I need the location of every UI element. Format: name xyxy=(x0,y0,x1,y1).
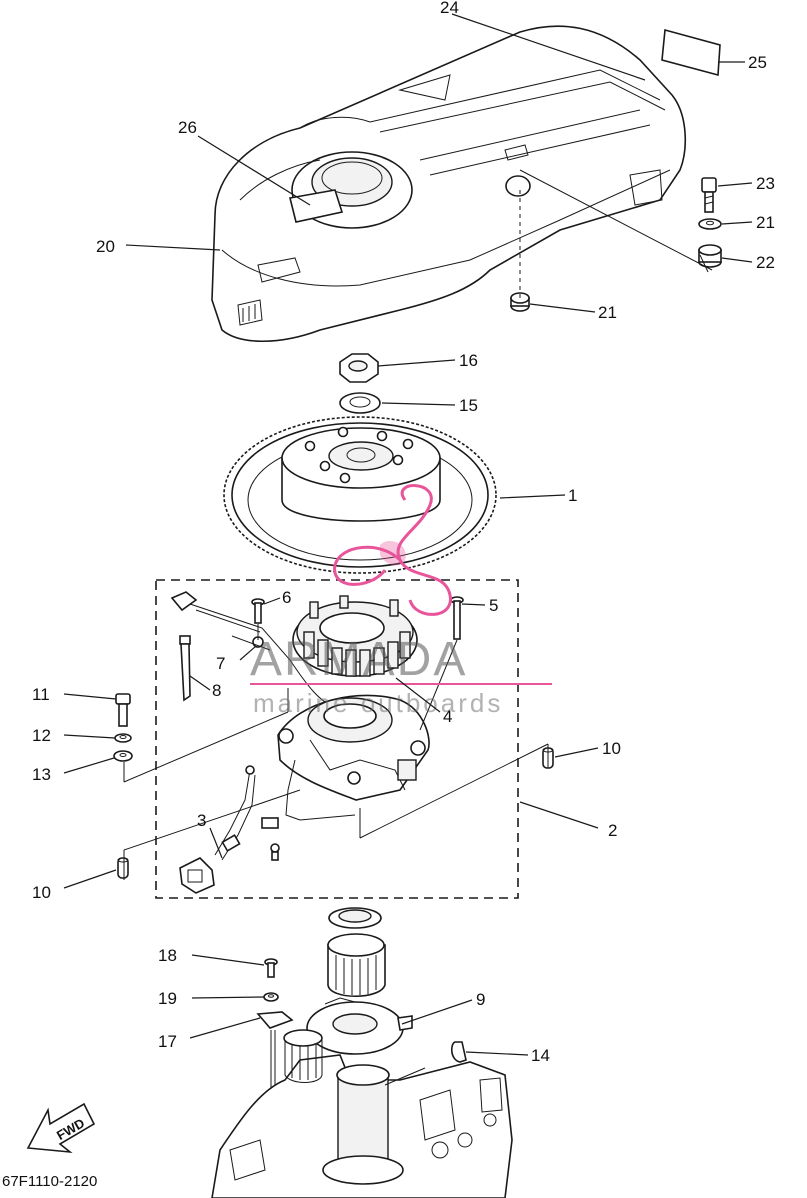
callout-20: 20 xyxy=(96,237,115,256)
callout-17: 17 xyxy=(158,1032,177,1051)
callout-8: 8 xyxy=(212,681,221,700)
callout-numbers: 24 25 26 20 23 21 22 21 16 15 1 6 5 7 8 … xyxy=(32,0,775,1065)
watermark-tagline: marine outboards xyxy=(253,688,503,718)
callout-11: 11 xyxy=(32,685,50,704)
label-sticker-26[interactable] xyxy=(289,189,344,223)
armada-watermark: ARMADA marine outboards xyxy=(250,484,552,718)
callout-12: 12 xyxy=(32,726,51,745)
drive-gear[interactable] xyxy=(327,933,386,997)
nut-16[interactable] xyxy=(339,353,379,383)
callout-1: 1 xyxy=(568,486,577,505)
callout-10-left: 10 xyxy=(32,883,51,902)
callout-5: 5 xyxy=(489,596,498,615)
callout-22: 22 xyxy=(756,253,775,272)
washer-19[interactable] xyxy=(263,992,279,1002)
callout-24: 24 xyxy=(440,0,459,17)
forward-direction-arrow: FWD xyxy=(26,1102,96,1154)
cable-band-8[interactable] xyxy=(179,635,191,702)
callout-3: 3 xyxy=(197,811,206,830)
flywheel-magneto[interactable] xyxy=(223,416,497,574)
callout-23: 23 xyxy=(756,174,775,193)
callout-16: 16 xyxy=(459,351,478,370)
callout-15: 15 xyxy=(459,396,478,415)
flywheel-cover[interactable] xyxy=(211,25,687,342)
bracket-17[interactable] xyxy=(256,1011,294,1029)
screw-6[interactable] xyxy=(251,598,265,624)
callout-13: 13 xyxy=(32,765,51,784)
crankcase[interactable] xyxy=(211,1029,513,1198)
callout-10-right: 10 xyxy=(602,739,621,758)
watermark-brand: ARMADA xyxy=(250,633,467,686)
label-sticker-25[interactable] xyxy=(661,28,721,77)
callout-9: 9 xyxy=(476,990,485,1009)
lock-washer-12[interactable] xyxy=(114,733,132,743)
callout-2: 2 xyxy=(608,821,617,840)
collar-22[interactable] xyxy=(698,244,722,268)
diagram-code: 67F1110-2120 xyxy=(2,1173,97,1190)
leader-lines xyxy=(63,13,753,1056)
callout-4: 4 xyxy=(443,707,452,726)
callout-21-upper: 21 xyxy=(756,213,775,232)
callout-6: 6 xyxy=(282,588,291,607)
callout-26: 26 xyxy=(178,118,197,137)
callout-25: 25 xyxy=(748,53,767,72)
dowel-pin-10-left[interactable] xyxy=(117,857,129,879)
stator-base-plate[interactable] xyxy=(277,694,430,801)
washer-13[interactable] xyxy=(113,750,133,762)
bolt-11[interactable] xyxy=(115,693,131,727)
bolt-23[interactable] xyxy=(701,177,717,213)
callout-21-lower: 21 xyxy=(598,303,617,322)
screw-18[interactable] xyxy=(264,958,278,978)
collar-upper[interactable] xyxy=(328,907,382,929)
stator-assembly-boundary xyxy=(155,579,519,899)
timing-plate-9[interactable] xyxy=(306,997,413,1055)
callout-18: 18 xyxy=(158,946,177,965)
key-pin-14[interactable] xyxy=(450,1041,467,1063)
stator-coil-4[interactable] xyxy=(292,595,418,677)
callout-7: 7 xyxy=(216,654,225,673)
wire-harness-3[interactable] xyxy=(179,759,356,894)
callout-19: 19 xyxy=(158,989,177,1008)
callout-14: 14 xyxy=(531,1046,550,1065)
grommet-21-upper[interactable] xyxy=(698,218,722,230)
washer-15[interactable] xyxy=(339,392,381,414)
